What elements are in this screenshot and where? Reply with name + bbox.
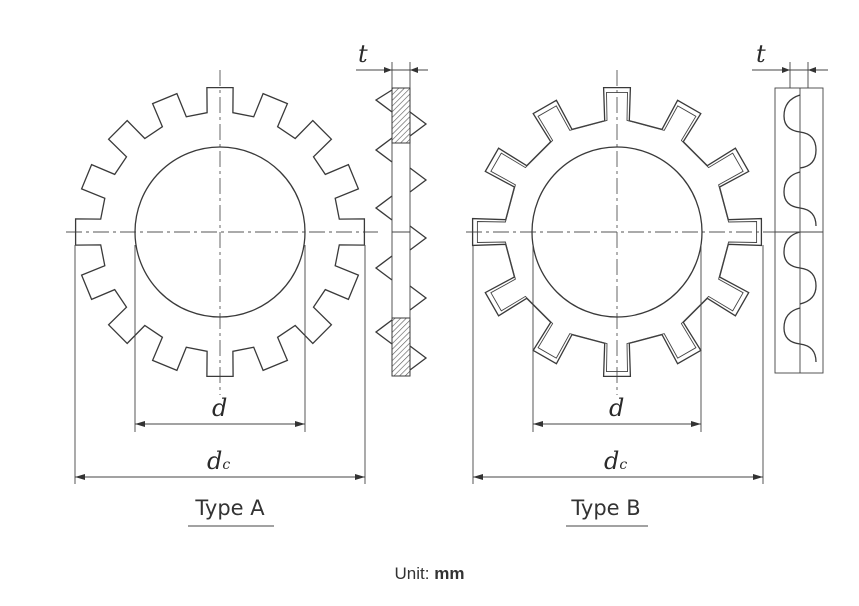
type-a-d-symbol: d [212, 394, 227, 422]
type-a-dc-dimension: dc [74, 245, 366, 484]
type-b-thickness-symbol: t [756, 40, 766, 68]
type-b-teeth-inner-edge [476, 91, 758, 373]
type-a-group: t d dc Type A [66, 40, 428, 527]
type-a-thickness-dimension: t [356, 40, 428, 88]
type-b-label: Type B [570, 496, 640, 520]
type-b-d-symbol: d [609, 394, 624, 422]
type-a-side-view [374, 87, 428, 377]
type-b-dc-symbol: dc [604, 447, 627, 475]
type-b-group: t d dc Type B [466, 40, 828, 527]
type-b-thickness-dimension: t [752, 40, 828, 88]
type-b-inner-hole [531, 146, 703, 318]
type-a-thickness-symbol: t [358, 40, 368, 68]
unit-value: mm [434, 564, 465, 583]
type-a-inner-hole [134, 146, 306, 318]
type-a-label: Type A [194, 496, 265, 520]
type-b-d-dimension: d [532, 245, 702, 432]
type-a-d-dimension: d [134, 245, 306, 432]
unit-caption: Unit: mm [0, 564, 859, 584]
unit-label: Unit: [394, 564, 430, 583]
type-a-dc-symbol: dc [207, 447, 230, 475]
type-a-external-teeth-outline [74, 86, 366, 378]
type-b-dc-dimension: dc [472, 245, 764, 484]
type-b-side-view [774, 87, 824, 374]
